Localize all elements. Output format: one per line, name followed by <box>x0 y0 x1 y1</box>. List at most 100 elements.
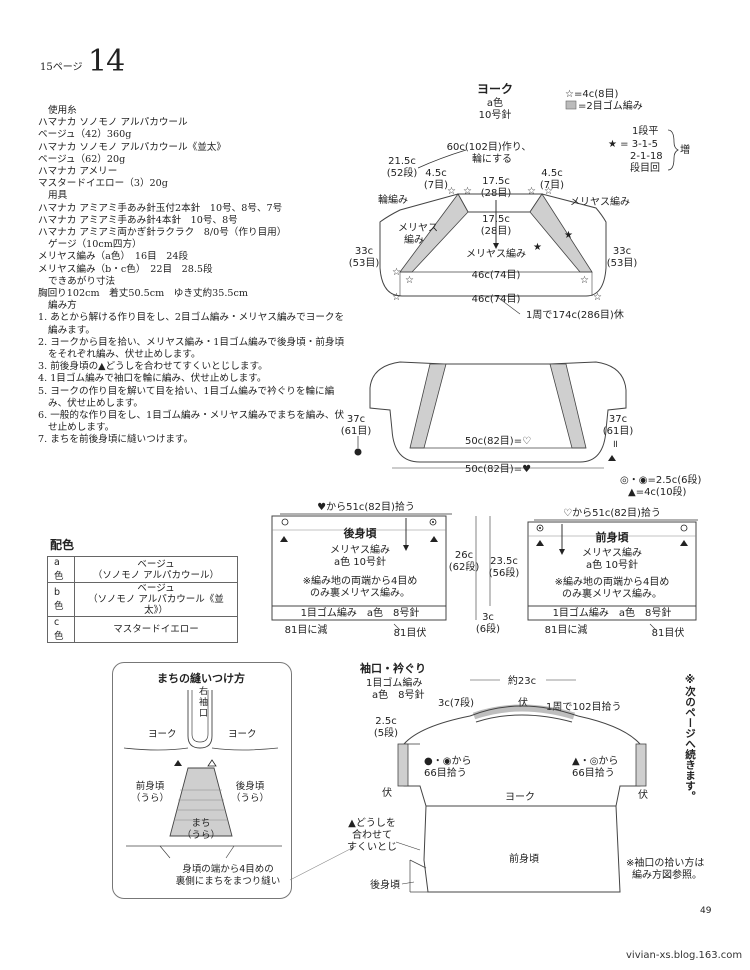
continued-note: ※次のページへ続きます。 <box>684 674 696 802</box>
cuff-note-1: ※袖口の拾い方は <box>626 856 704 869</box>
star-marker: ☆ <box>392 292 401 303</box>
method-step: 5. ヨークの作り目を解いて目を拾い、1目ゴム編みで衿ぐりを輪に編み、伏せ止めし… <box>38 385 335 409</box>
back-title: 後身頃 <box>344 526 378 540</box>
gusset-back-wrong: （うら） <box>231 792 269 804</box>
side-left: 33c <box>355 246 373 257</box>
tool-line: ハマナカ アミアミ手あみ針玉付2本針 10号、8号、7号 <box>38 202 283 214</box>
outer-bottom: 46c(74目) <box>472 294 521 305</box>
cuff-left-pickup-2: 66目拾う <box>424 766 467 779</box>
color-key: c色 <box>47 616 75 643</box>
gauge-line: メリヤス編み（a色） 16目 24段 <box>38 251 189 263</box>
left-37-sts: (61目) <box>341 426 372 437</box>
yarn-line: ベージュ（42）360g <box>38 129 132 141</box>
gauge-line: メリヤス編み（b・c色） 22目 28.5段 <box>38 263 213 275</box>
star-marker: ☆ <box>527 186 536 197</box>
inc-label-3: 2-1-18 <box>630 151 663 162</box>
top-cast-on: 60c(102目)作り、 <box>447 141 532 153</box>
seam-note-3: すくいとじ <box>347 841 397 853</box>
gusset-note-2: 裏側にまちをまつり縫い <box>176 875 281 887</box>
table-row: c色 マスタードイエロー <box>47 616 238 643</box>
legend-triangle: ▲=4c(10段) <box>628 485 687 498</box>
width-right: 4.5c <box>541 168 562 179</box>
cuff-color-needle: a色 8号針 <box>372 688 425 701</box>
color-name: マスタードイエロー <box>113 624 199 635</box>
meriyasu-center: メリヤス編み <box>466 247 526 260</box>
left-37: 37c <box>347 414 365 425</box>
gusset-front: 前身頃 <box>136 780 165 792</box>
cuff-height-rows: (5段) <box>374 726 398 739</box>
neck-height: 3c(7段) <box>438 696 474 709</box>
front-note-2: のみ裏メリヤス編み。 <box>562 587 662 600</box>
gusset-yoke-right: ヨーク <box>228 729 257 740</box>
front-bind-off: 81目伏 <box>652 626 685 639</box>
cuff-right-bind: 伏 <box>638 788 648 801</box>
color-table: a色 ベージュ（ソノモノ アルパカウール） b色 ベージュ（ソノモノ アルパカウ… <box>47 556 238 643</box>
back-rib: 1目ゴム編み a色 8号針 <box>301 606 420 619</box>
outer-50: 50c(82目)=♥ <box>465 464 531 475</box>
gusset-back: 後身頃 <box>236 780 265 792</box>
side-right-sts: (53目) <box>607 258 638 269</box>
gusset-machi-wrong: （うら） <box>182 829 220 841</box>
method-heading: 編み方 <box>48 300 77 312</box>
rib-label: 輪編み <box>378 193 408 206</box>
front-color-needle: a色 10号針 <box>586 558 638 571</box>
footer-watermark: vivian-xs.blog.163.com <box>626 950 743 961</box>
inc-label-4: 段目回 <box>630 161 660 174</box>
right-37: 37c <box>609 414 627 425</box>
star-marker: ☆ <box>447 186 456 197</box>
method-step: 6. 一般的な作り目をし、1目ゴム編み・メリヤス編みでまちを編み、伏せ止めします… <box>38 410 345 434</box>
neck-pickup: 1周で102目拾う <box>546 700 621 713</box>
height-26-rows: (62段) <box>449 560 480 573</box>
cuff-neck-diagram: 袖口・衿ぐり 1目ゴム編み a色 8号針 約23c 3c(7段) 伏 1周で10… <box>347 661 704 893</box>
back-body-label: 後身頃 <box>370 878 400 891</box>
top-cast-on-2: 輪にする <box>472 152 512 165</box>
gusset-machi: まち <box>191 818 210 829</box>
triangle-marker <box>608 455 616 461</box>
back-note-2: のみ裏メリヤス編み。 <box>310 586 410 599</box>
back-note-1: ※編み地の両端から4目め <box>303 574 418 587</box>
gusset-diagram: まちの縫いつけ方 右 袖 口 ヨーク ヨーク 前身頃 （うら） 後身頃 （うら）… <box>123 671 357 887</box>
width-left-sts: (7目) <box>424 180 448 191</box>
front-stitch: メリヤス編み <box>582 546 642 559</box>
legend-rib: =2目ゴム編み <box>578 99 643 112</box>
cuff-rib: 1目ゴム編み <box>366 676 422 689</box>
yoke-title: ヨーク <box>477 82 513 96</box>
height-26: 26c <box>455 550 473 561</box>
left-length: 21.5c <box>388 156 416 167</box>
gusset-front-wrong: （うら） <box>131 792 169 804</box>
yoke-diagram: ヨーク a色 10号針 ☆=4c(8目) =2目ゴム編み 1段平 ★ = 3-1… <box>349 82 690 321</box>
yarn-line: ハマナカ ソノモノ アルパカウール《並太》 <box>38 141 226 153</box>
color-key: b色 <box>47 582 75 617</box>
cuff-yoke-label: ヨーク <box>505 791 535 803</box>
tools-heading: 用具 <box>48 190 68 202</box>
method-step: 3. 前後身頃の▲どうしを合わせてすくいとじします。 <box>38 361 268 373</box>
front-title: 前身頃 <box>596 530 630 544</box>
rib-swatch <box>565 100 577 110</box>
color-source: （ソノモノ アルパカウール） <box>92 569 220 581</box>
back-stitch: メリヤス編み <box>330 543 390 556</box>
meriyasu-left-2: 編み <box>404 233 424 246</box>
right-37-sts: (61目) <box>603 426 634 437</box>
yarn-heading: 使用糸 <box>48 105 77 116</box>
meriyasu-left: メリヤス <box>398 223 438 234</box>
cuff-right-pickup-2: 66目拾う <box>572 766 615 779</box>
height-3-rows: (6段) <box>476 622 500 635</box>
yoke-body-diagram: 37c (61目) 37c (61目) ॥ 50c(82目)=♡ 50c(82目… <box>341 361 701 498</box>
front-body-label: 前身頃 <box>509 852 539 865</box>
size-heading: できあがり寸法 <box>48 275 116 287</box>
legend-star: ☆=4c(8目) <box>565 89 618 100</box>
back-decrease: 81目に減 <box>285 623 328 636</box>
front-pickup: ♡から51c(82目)拾う <box>563 506 661 519</box>
yoke-needle: 10号針 <box>479 108 512 121</box>
cuff-height: 2.5c <box>375 716 396 727</box>
back-color-needle: a色 10号針 <box>334 555 386 568</box>
sleeve-label-3: 口 <box>199 709 208 719</box>
page-number: 49 <box>700 906 712 916</box>
legend-circles: ◎・◉=2.5c(6段) <box>620 473 701 486</box>
tool-line: ハマナカ アミアミ両かぎ針ラクラク 8/0号（作り目用） <box>38 227 287 239</box>
width-top: 17.5c <box>482 176 510 187</box>
neck-bind-off: 伏 <box>518 696 528 709</box>
star-marker: ☆ <box>463 186 472 197</box>
front-rib: 1目ゴム編み a色 8号針 <box>553 606 672 619</box>
cuff-title: 袖口・衿ぐり <box>360 661 426 675</box>
